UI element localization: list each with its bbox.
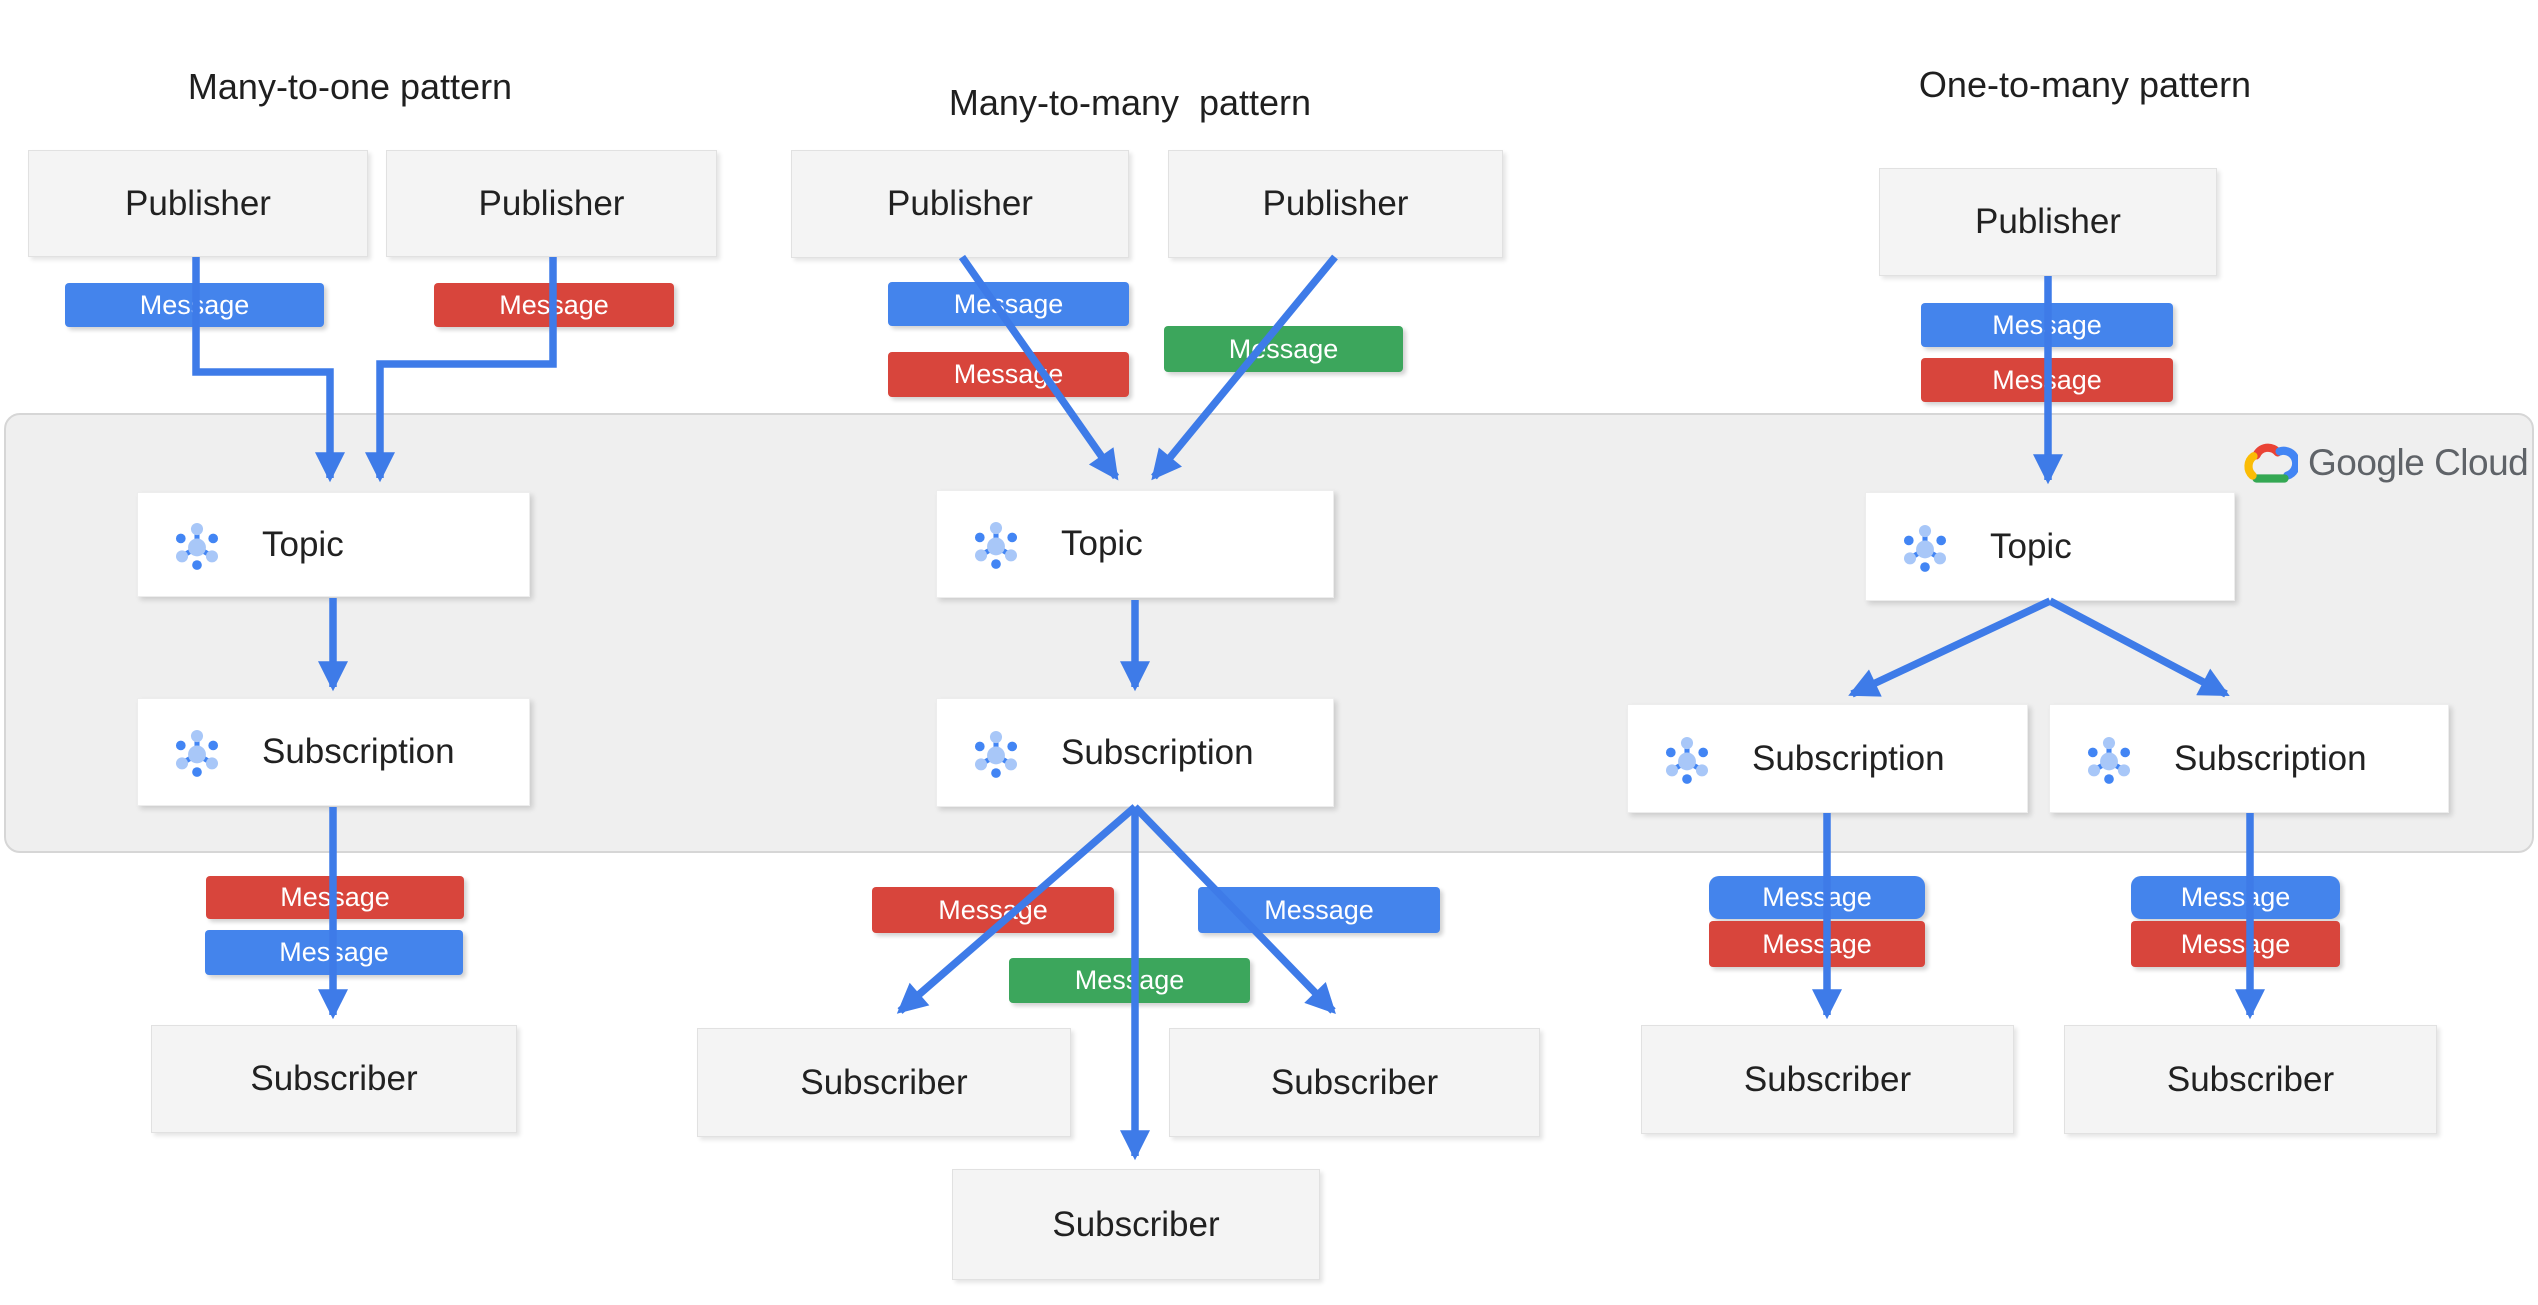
subscriber-box: Subscriber	[151, 1025, 517, 1133]
message-badge-red: Message	[1709, 921, 1925, 967]
pubsub-icon	[1896, 518, 1954, 576]
subscription-label: Subscription	[262, 732, 455, 771]
publisher-box: Publisher	[386, 150, 717, 257]
topic-label: Topic	[1061, 524, 1143, 563]
publisher-box: Publisher	[28, 150, 368, 257]
pattern-title-many-to-one: Many-to-one pattern	[187, 66, 513, 107]
publisher-box: Publisher	[1168, 150, 1503, 258]
message-badge-green: Message	[1009, 958, 1250, 1003]
subscriber-box: Subscriber	[1641, 1025, 2014, 1134]
topic-box: Topic	[936, 490, 1334, 598]
subscription-box: Subscription	[2049, 704, 2449, 813]
message-badge-red: Message	[1921, 358, 2173, 402]
message-badge-red: Message	[872, 887, 1114, 933]
subscription-label: Subscription	[1752, 738, 1945, 778]
publisher-box: Publisher	[1879, 168, 2217, 276]
publisher-label: Publisher	[887, 184, 1033, 223]
subscriber-box: Subscriber	[1169, 1028, 1540, 1137]
subscriber-box: Subscriber	[2064, 1025, 2437, 1134]
pubsub-icon	[2080, 730, 2138, 788]
message-badge-blue: Message	[1709, 876, 1925, 919]
subscriber-label: Subscriber	[1743, 1059, 1912, 1099]
publisher-label: Publisher	[1262, 184, 1409, 223]
message-badge-red: Message	[888, 352, 1129, 397]
publisher-label: Publisher	[478, 183, 625, 223]
message-badge-red: Message	[434, 283, 674, 327]
message-badge-blue: Message	[1921, 303, 2173, 347]
pubsub-icon	[168, 723, 226, 781]
subscription-box: Subscription	[1627, 704, 2028, 813]
publisher-label: Publisher	[125, 183, 271, 223]
topic-label: Topic	[262, 524, 344, 564]
topic-box: Topic	[137, 492, 530, 597]
pubsub-icon	[168, 516, 226, 574]
google-cloud-icon	[2240, 438, 2298, 488]
topic-box: Topic	[1865, 492, 2235, 601]
subscriber-label: Subscriber	[800, 1062, 968, 1102]
pubsub-icon	[967, 724, 1025, 782]
message-badge-blue: Message	[888, 282, 1129, 326]
pubsub-icon	[967, 515, 1025, 573]
message-badge-green: Message	[1164, 326, 1403, 372]
publisher-label: Publisher	[1975, 202, 2121, 241]
subscription-label: Subscription	[2174, 738, 2367, 778]
message-badge-red: Message	[206, 876, 464, 919]
subscriber-label: Subscriber	[2166, 1059, 2335, 1099]
subscriber-box: Subscriber	[697, 1028, 1071, 1137]
pattern-title-one-to-many: One-to-many pattern	[1918, 64, 2252, 105]
message-badge-blue: Message	[205, 930, 463, 975]
subscriber-box: Subscriber	[952, 1169, 1320, 1280]
message-badge-blue: Message	[65, 283, 324, 327]
subscriber-label: Subscriber	[1270, 1062, 1439, 1102]
pattern-title-many-to-many: Many-to-many pattern	[948, 82, 1312, 123]
subscription-label: Subscription	[1061, 732, 1254, 772]
subscriber-label: Subscriber	[250, 1059, 418, 1098]
subscriber-label: Subscriber	[1052, 1204, 1220, 1244]
message-badge-red: Message	[2131, 921, 2340, 967]
message-badge-blue: Message	[1198, 887, 1440, 933]
subscription-box: Subscription	[137, 698, 530, 806]
message-badge-blue: Message	[2131, 876, 2340, 919]
publisher-box: Publisher	[791, 150, 1129, 258]
topic-label: Topic	[1990, 526, 2072, 566]
pubsub-icon	[1658, 730, 1716, 788]
google-cloud-wordmark: Google Cloud	[2308, 442, 2529, 483]
google-cloud-logo: Google Cloud	[2240, 438, 2529, 488]
subscription-box: Subscription	[936, 698, 1334, 807]
